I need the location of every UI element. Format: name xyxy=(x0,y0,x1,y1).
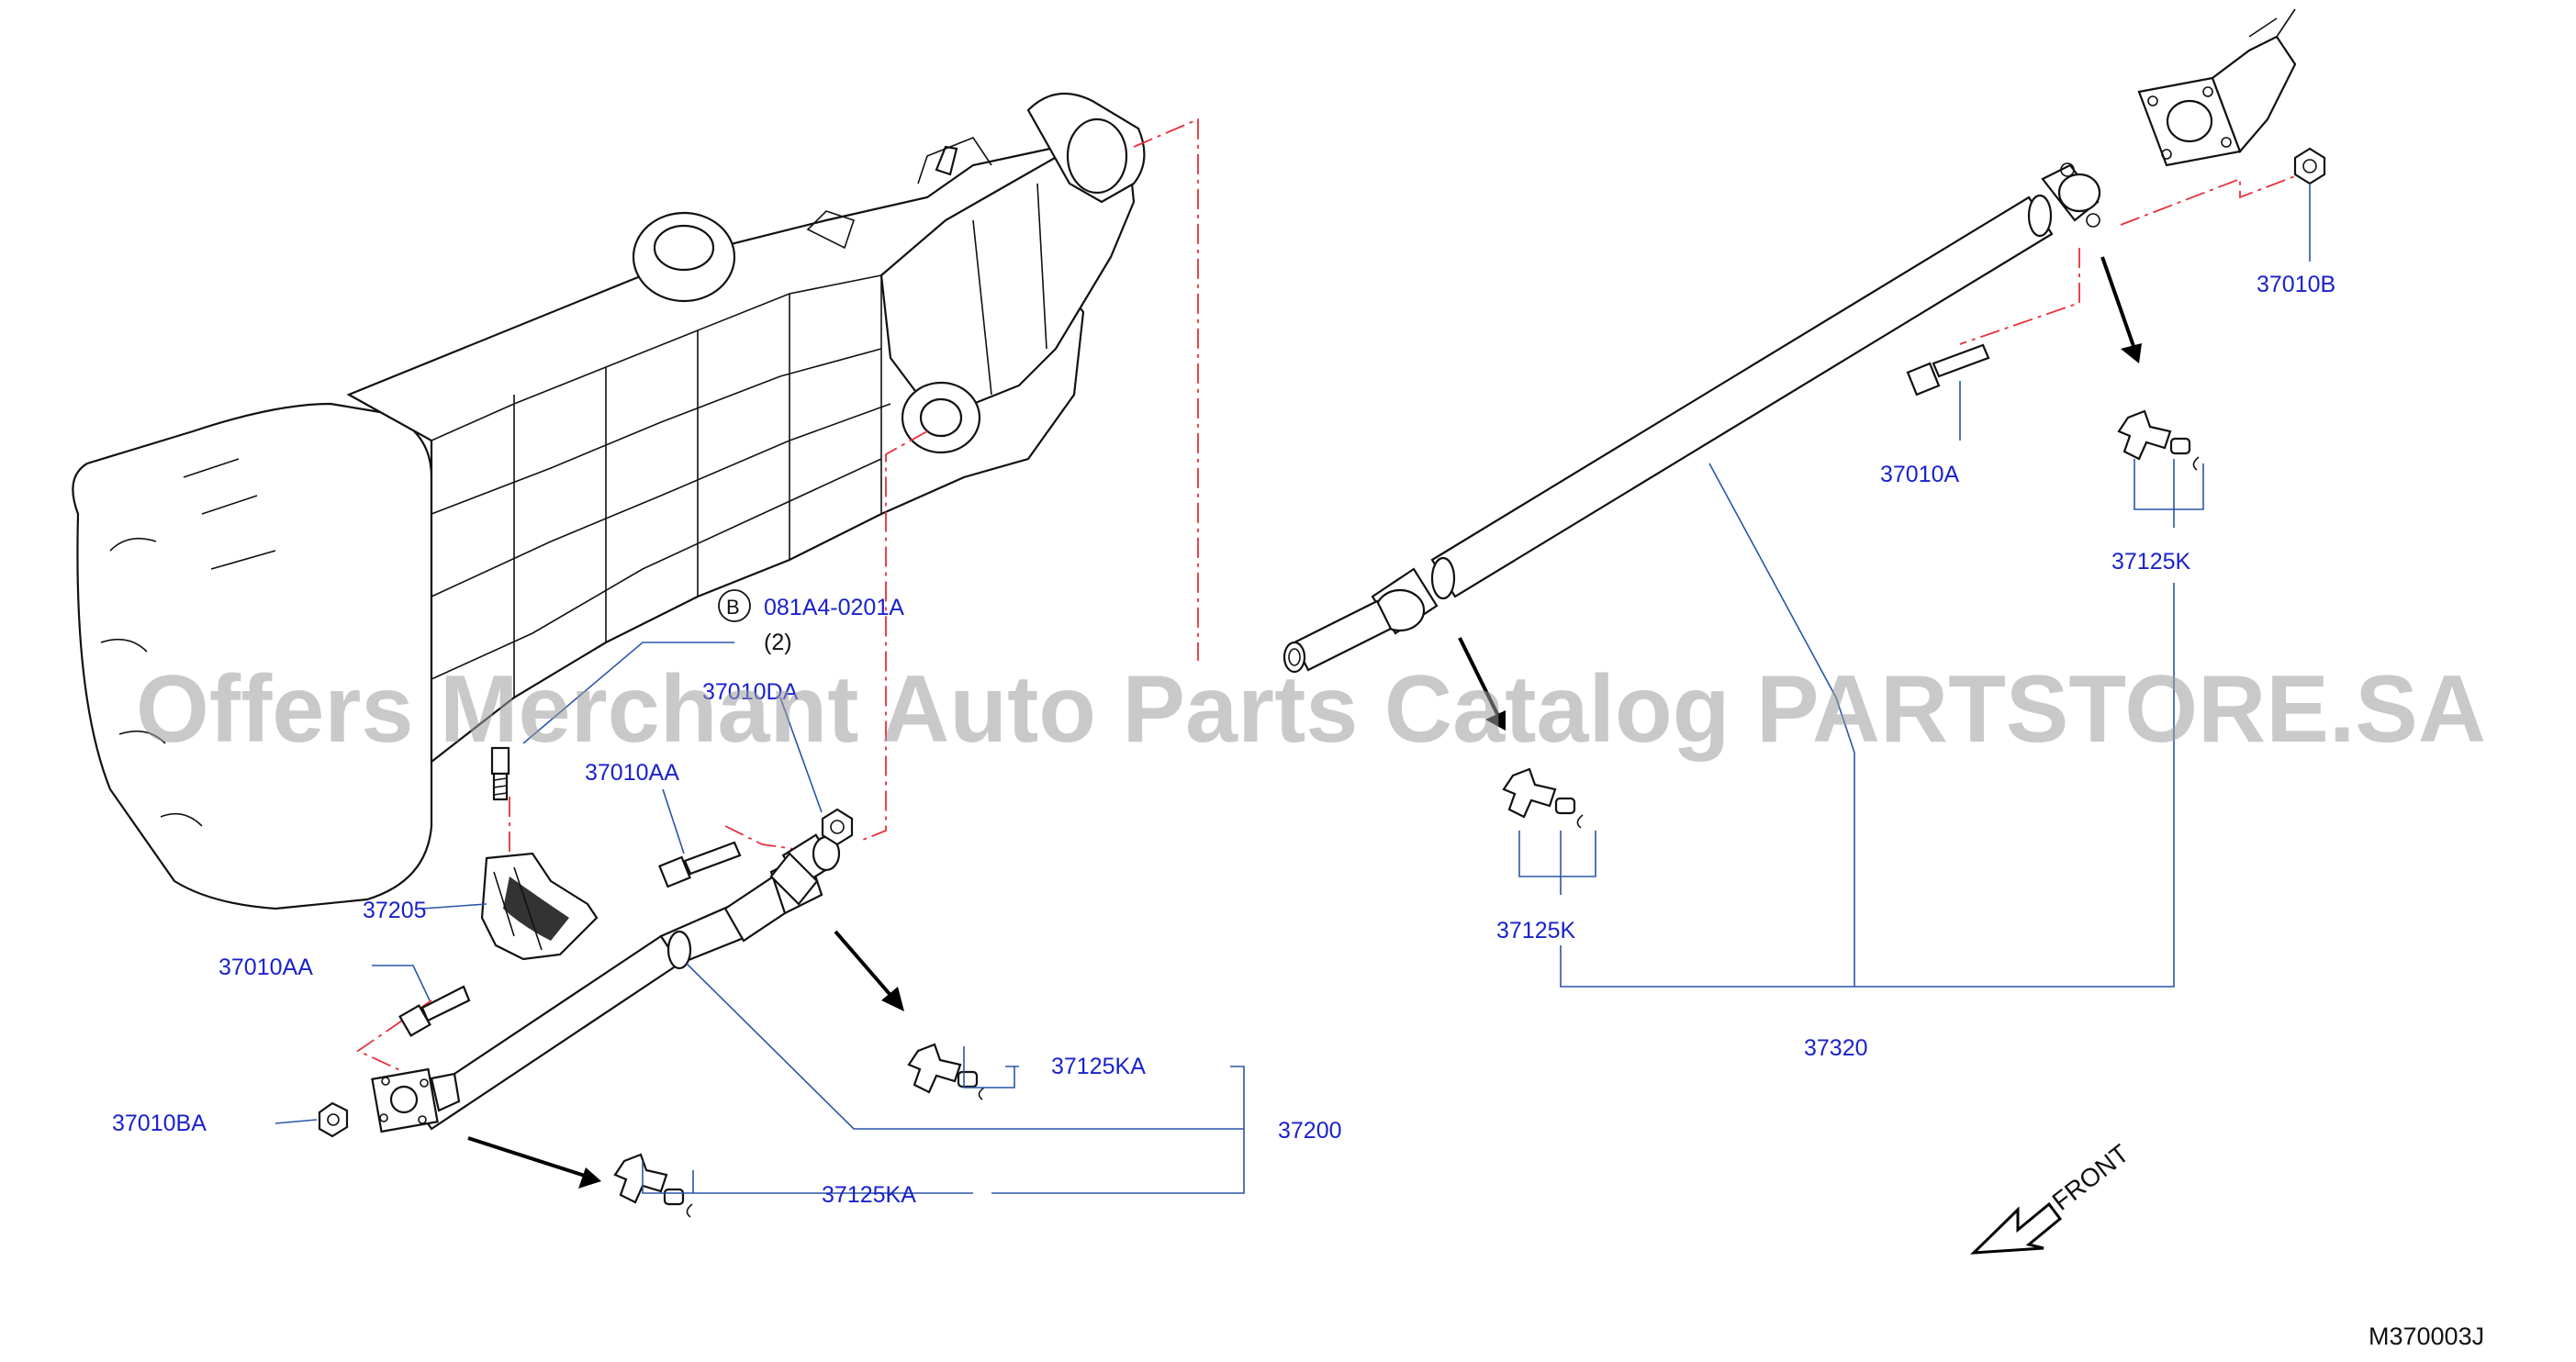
leader-lines xyxy=(274,184,2311,1194)
callout-37010aa-upper: 37010AA xyxy=(585,760,679,786)
callout-37205: 37205 xyxy=(363,898,427,923)
hardware xyxy=(318,147,2326,1138)
bolt-37010aa-lower-icon xyxy=(398,985,471,1037)
reference-b-symbol: B xyxy=(726,596,740,619)
nut-37010da-icon xyxy=(821,808,854,846)
ujoint-kit-37125k-right-icon xyxy=(2117,409,2200,471)
ujoint-kit-37125k-center-icon xyxy=(1502,767,1584,829)
callout-081a4-0201a: 081A4-0201A xyxy=(764,595,904,620)
detail-arrows xyxy=(467,256,2142,1189)
callout-37010a: 37010A xyxy=(1880,462,1960,487)
front-label: FRONT xyxy=(2047,1139,2134,1216)
callout-qty-2: (2) xyxy=(764,630,792,655)
bolt-37010aa-upper-icon xyxy=(658,841,742,888)
bolt-37010a-icon xyxy=(1906,343,1990,396)
front-propeller-shaft[interactable] xyxy=(371,833,841,1133)
ujoint-kit-37125ka-upper-icon xyxy=(907,1043,985,1100)
callout-labels: B 081A4-0201A (2) 37010DA 37010AA 37205 … xyxy=(112,272,2484,1350)
ujoint-kit-37125ka-lower-icon xyxy=(613,1153,693,1218)
reference-b-icon xyxy=(718,589,751,622)
nut-37010ba-icon xyxy=(318,1101,349,1138)
callout-37125k-right: 37125K xyxy=(2111,549,2191,575)
callout-37010da: 37010DA xyxy=(702,679,799,705)
alignment-centerlines xyxy=(356,117,2301,1073)
callout-37125ka-lower: 37125KA xyxy=(822,1182,916,1208)
diagram-code: M370003J xyxy=(2369,1323,2484,1350)
callout-37200: 37200 xyxy=(1278,1118,1342,1144)
u-joint-kits xyxy=(613,409,2200,1218)
nut-37010b-icon xyxy=(2293,147,2326,185)
callout-37125ka-upper: 37125KA xyxy=(1051,1054,1146,1079)
callout-37010b: 37010B xyxy=(2257,272,2335,297)
callout-37010aa-lower: 37010AA xyxy=(218,955,313,980)
heat-insulator-37205 xyxy=(480,852,599,961)
rear-propeller-shaft[interactable] xyxy=(1282,8,2297,674)
front-direction-indicator: FRONT xyxy=(1970,1139,2134,1255)
watermark: Offers Merchant Auto Parts Catalog PARTS… xyxy=(136,656,2486,763)
callout-37320: 37320 xyxy=(1804,1035,1868,1061)
callout-37125k-center: 37125K xyxy=(1496,918,1576,943)
bolt-081a4-icon xyxy=(490,746,510,801)
transmission-assembly xyxy=(72,92,1146,910)
callout-37010ba: 37010BA xyxy=(112,1111,207,1136)
